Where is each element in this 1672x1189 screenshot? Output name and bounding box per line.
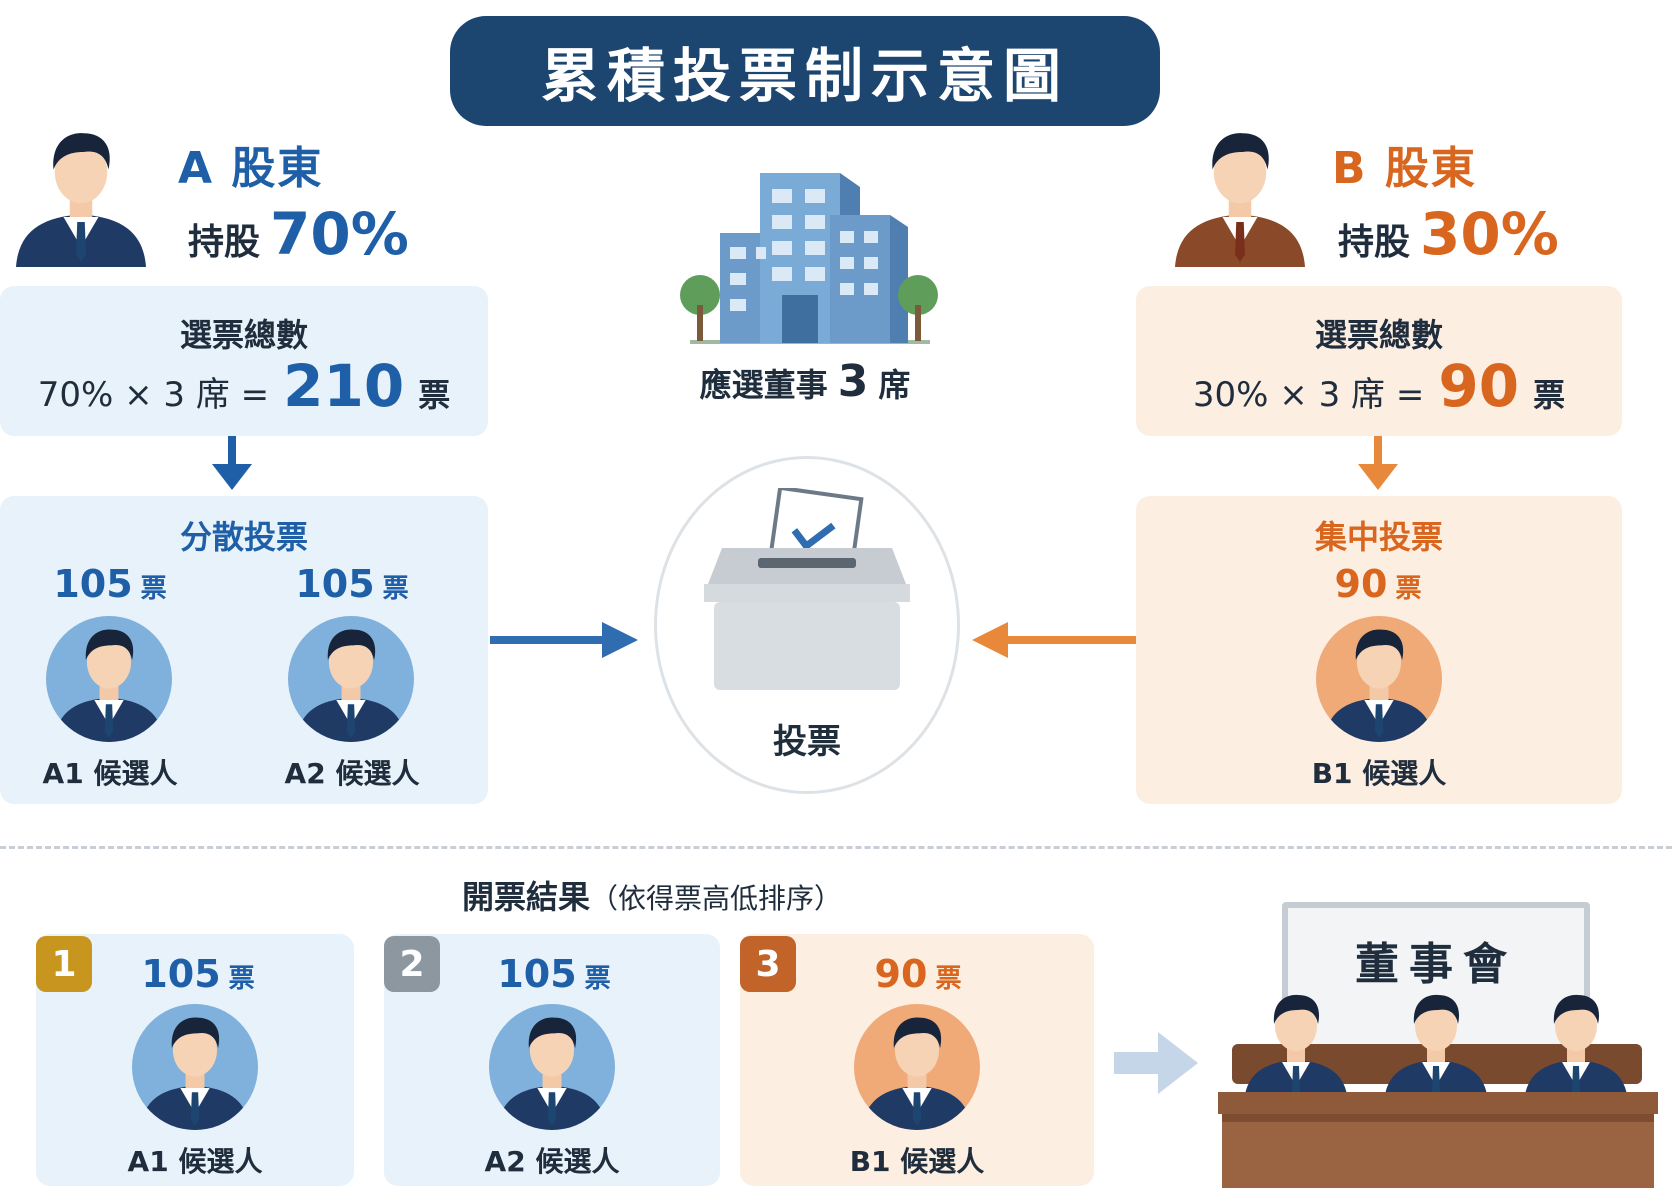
person-icon [132,1004,258,1130]
candidate-avatar [288,616,414,742]
ballot-label: 投票 [773,722,841,762]
arrow-left-icon [972,622,1136,658]
votes-unit: 票 [228,964,255,994]
total-votes-title: 選票總數 [1314,316,1443,354]
formula-text: 30% × 3 席 = [1192,375,1425,415]
total-votes-formula: 30% × 3 席 = 90 票 [1136,352,1622,420]
candidate-label: B1 候選人 [1311,757,1447,790]
candidate-avatar [132,1004,258,1130]
person-icon [46,616,172,742]
holding-label: 持股 [188,222,261,263]
arrow-right-icon [490,622,638,658]
person-icon [1316,616,1442,742]
shareholder-a-total-votes-panel: 選票總數 70% × 3 席 = 210 票 [0,286,488,436]
shareholder-a-holding: 持股 70% [188,200,409,268]
shareholder-a-avatar-icon [6,112,156,272]
arrow-right-icon [1114,1032,1198,1094]
result-card: 105 票 A1 候選人 [36,934,354,1186]
shareholder-a-name: A 股東 [178,143,324,194]
candidate-avatar [1316,616,1442,742]
votes-number: 105 [497,952,577,996]
board-members-icon [1218,994,1658,1188]
shareholder-b-name: B 股東 [1332,143,1477,194]
arrow-down-icon [1358,436,1398,490]
page-title: 累積投票制示意圖 [450,16,1160,126]
board-title: 董事會 [1355,939,1517,990]
candidate-label: A2 候選人 [284,757,420,790]
candidate-avatar [46,616,172,742]
shareholder-a-strategy-panel: 分散投票 105 票 A1 候選人 105 票 A2 候選人 [0,496,488,804]
votes-unit: 票 [140,574,167,604]
total-votes-value: 90 [1438,352,1520,420]
total-votes-value: 210 [283,352,405,420]
candidate-avatar [854,1004,980,1130]
votes-number: 105 [141,952,221,996]
candidate-label: A1 候選人 [127,1145,263,1178]
section-divider [0,846,1672,849]
result-votes: 105 票 [136,952,260,996]
results-title-main: 開票結果 [462,878,591,916]
candidate-label: B1 候選人 [849,1145,985,1178]
votes-unit: 票 [1533,376,1566,414]
result-card: 105 票 A2 候選人 [384,934,720,1186]
strategy-title: 集中投票 [1314,518,1443,556]
votes-unit: 票 [935,964,962,994]
holding-percent: 70% [270,200,409,268]
seats-unit: 席 [878,366,911,404]
arrow-down-icon [212,436,252,490]
votes-unit: 票 [584,964,611,994]
seats-label: 應選董事 3 席 [650,356,960,407]
rank-badge-2: 2 [384,936,440,992]
holding-percent: 30% [1420,200,1559,268]
votes-number: 90 [874,952,928,996]
shareholder-b-total-votes-panel: 選票總數 30% × 3 席 = 90 票 [1136,286,1622,436]
seats-text: 應選董事 [699,366,828,404]
person-icon [489,1004,615,1130]
rank-badge-1: 1 [36,936,92,992]
holding-label: 持股 [1338,222,1411,263]
total-votes-title: 選票總數 [179,316,308,354]
candidate-label: A1 候選人 [42,757,178,790]
candidate-votes: 105 票 [48,562,172,606]
candidate-votes: 105 票 [290,562,414,606]
result-votes: 105 票 [492,952,616,996]
strategy-title: 分散投票 [179,518,308,556]
results-title: 開票結果（依得票高低排序） [462,872,842,918]
person-icon [288,616,414,742]
votes-unit: 票 [1395,574,1422,604]
shareholder-b-strategy-panel: 集中投票 90 票 B1 候選人 [1136,496,1622,804]
votes-number: 90 [1334,562,1388,606]
shareholder-b-holding: 持股 30% [1338,200,1559,268]
rank-badge-3: 3 [740,936,796,992]
formula-text: 70% × 3 席 = [37,375,270,415]
person-icon [854,1004,980,1130]
building-icon [680,173,938,344]
candidate-votes: 90 票 [1316,562,1440,606]
result-card: 90 票 B1 候選人 [740,934,1094,1186]
shareholder-b-avatar-icon [1165,112,1315,272]
ballot-box-icon [704,488,910,690]
candidate-avatar [489,1004,615,1130]
votes-unit: 票 [418,376,451,414]
votes-number: 105 [53,562,133,606]
result-votes: 90 票 [856,952,980,996]
votes-number: 105 [295,562,375,606]
results-title-sub: （依得票高低排序） [590,882,843,915]
seats-number: 3 [837,356,869,407]
votes-unit: 票 [382,574,409,604]
total-votes-formula: 70% × 3 席 = 210 票 [0,352,488,420]
candidate-label: A2 候選人 [484,1145,620,1178]
